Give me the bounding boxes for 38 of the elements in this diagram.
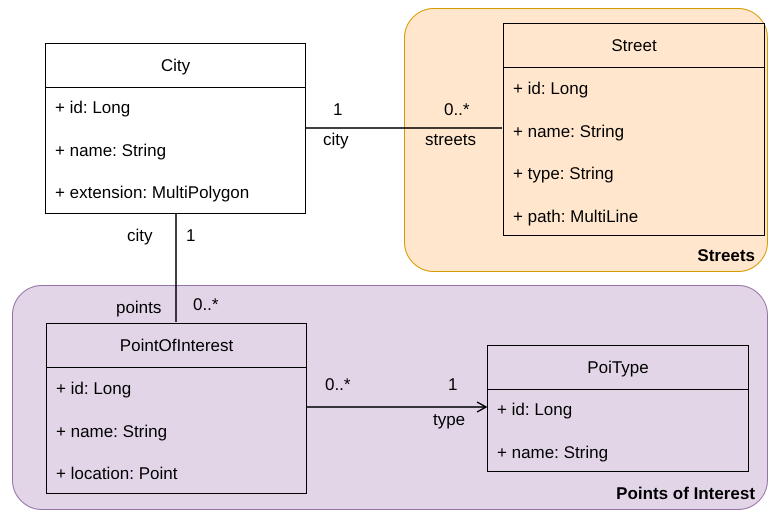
package-group xyxy=(404,8,768,272)
attribute-text: + name: String xyxy=(56,422,168,442)
class-name: City xyxy=(46,44,305,88)
multiplicity: 0..* xyxy=(193,295,219,315)
role-name: city xyxy=(323,130,348,150)
multiplicity: 1 xyxy=(448,375,458,395)
role-name: city xyxy=(127,226,152,246)
multiplicity: 1 xyxy=(333,100,342,120)
association-line xyxy=(175,214,177,322)
package-label: Streets xyxy=(697,246,755,266)
multiplicity: 1 xyxy=(186,226,196,246)
role-name: points xyxy=(116,298,162,318)
attribute-text: + name: String xyxy=(55,140,166,160)
attribute-text: + id: Long xyxy=(497,400,572,420)
attribute-text: + type: String xyxy=(513,164,614,184)
role-name: type xyxy=(433,410,466,430)
association-line xyxy=(306,127,502,129)
class-name: PoiType xyxy=(488,346,748,390)
attribute-text: + location: Point xyxy=(56,464,178,484)
role-name: streets xyxy=(425,130,476,150)
multiplicity: 0..* xyxy=(444,100,470,120)
class-box xyxy=(45,43,306,214)
attribute-text: + id: Long xyxy=(513,79,588,99)
class-box xyxy=(487,345,749,472)
class-name: Street xyxy=(504,24,764,68)
attribute-text: + id: Long xyxy=(56,379,132,399)
multiplicity: 0..* xyxy=(325,375,351,395)
attribute-text: + name: String xyxy=(497,442,608,462)
association-arrow xyxy=(306,401,487,413)
class-name: PointOfInterest xyxy=(47,324,306,368)
package-label: Points of Interest xyxy=(616,484,755,504)
attribute-text: + name: String xyxy=(513,122,624,142)
class-box xyxy=(503,23,765,236)
attribute-text: + extension: MultiPolygon xyxy=(55,183,250,203)
attribute-text: + id: Long xyxy=(55,98,130,118)
class-box xyxy=(46,323,307,494)
attribute-text: + path: MultiLine xyxy=(513,206,638,226)
package-group xyxy=(12,285,768,510)
